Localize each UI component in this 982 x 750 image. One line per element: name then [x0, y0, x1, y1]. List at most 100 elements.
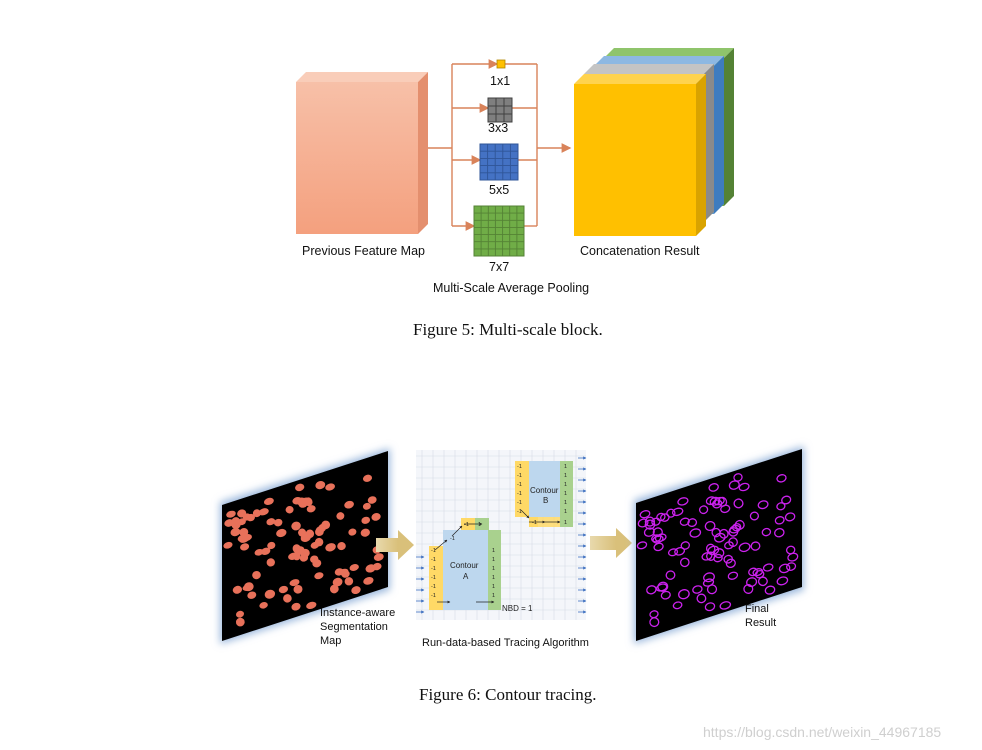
svg-text:-1: -1	[431, 584, 436, 590]
svg-text:1: 1	[564, 509, 567, 515]
instance-blob	[266, 518, 276, 526]
contour-ring	[786, 562, 797, 571]
contour-ring	[708, 483, 719, 492]
instance-blob	[237, 534, 247, 542]
tracing-arrows	[434, 509, 561, 604]
svg-text:1: 1	[492, 557, 495, 563]
svg-text:-1: -1	[517, 500, 522, 506]
contour-ring	[706, 551, 716, 561]
instance-blob	[292, 552, 301, 561]
contour-b-text: Contour	[530, 486, 559, 495]
contour-ring	[762, 563, 774, 572]
instance-blob	[344, 500, 354, 509]
instance-blob	[240, 543, 250, 551]
figure-5-caption: Figure 5: Multi-scale block.	[413, 320, 603, 339]
contour-ring	[785, 545, 796, 555]
instance-blob	[362, 474, 373, 482]
instance-blob	[295, 483, 305, 492]
segmentation-map-panel	[220, 448, 390, 644]
instance-blob	[243, 582, 254, 592]
instance-blob	[363, 577, 374, 585]
instance-blob	[239, 527, 249, 537]
contour-ring	[776, 576, 789, 586]
final-result-label-line2: Result	[745, 617, 777, 629]
contour-ring	[733, 498, 744, 509]
svg-text:-1: -1	[431, 593, 436, 599]
multi-scale-pooling-label: Multi-Scale Average Pooling	[433, 281, 590, 295]
svg-text:1: 1	[564, 464, 567, 470]
instance-blob	[267, 541, 276, 550]
instance-blob	[264, 589, 276, 599]
svg-text:-1: -1	[517, 509, 522, 515]
contour-ring	[692, 585, 703, 594]
flow-arrow-1	[376, 530, 414, 560]
instance-blob	[258, 508, 269, 516]
contour-ring	[653, 542, 664, 552]
svg-text:1: 1	[564, 473, 567, 479]
kernel-7x7	[473, 205, 525, 257]
instance-blob	[230, 527, 241, 537]
contour-ring	[660, 513, 670, 522]
final-result-label-line1: Final	[745, 603, 769, 615]
instance-blobs	[223, 474, 384, 627]
instance-blob	[266, 558, 275, 567]
instance-blob	[276, 528, 287, 538]
contour-ring	[729, 524, 741, 534]
instance-blob	[273, 518, 283, 527]
kernel-1x1-label: 1x1	[490, 74, 511, 88]
contour-ring	[719, 601, 732, 610]
instance-blob	[315, 480, 326, 490]
contour-ring	[667, 548, 679, 557]
multi-scale-block-diagram	[296, 48, 734, 257]
contour-ring	[738, 482, 750, 492]
segmentation-label-line3: Map	[320, 635, 342, 647]
instance-blob	[247, 591, 257, 599]
contour-ring	[704, 520, 716, 532]
instance-blob	[293, 584, 303, 594]
contour-a-region	[429, 518, 501, 610]
contour-ring	[728, 537, 738, 547]
contour-ring	[636, 541, 648, 550]
instance-blob	[360, 528, 370, 537]
watermark: https://blog.csdn.net/weixin_44967185	[703, 724, 942, 740]
instance-blob	[372, 562, 382, 571]
svg-text:1: 1	[492, 548, 495, 554]
contour-ring	[651, 534, 662, 543]
svg-text:1: 1	[564, 491, 567, 497]
instance-blob	[252, 509, 261, 518]
contour-a-letter: A	[463, 572, 469, 581]
instance-blob	[263, 497, 274, 505]
instance-blob	[337, 542, 346, 551]
contour-b-letter: B	[543, 496, 548, 505]
instance-blob	[285, 505, 294, 514]
contour-ring	[677, 497, 689, 506]
contour-ring	[784, 512, 796, 522]
contour-ring	[781, 495, 792, 505]
instance-blob	[223, 541, 233, 549]
kernel-3x3	[487, 97, 513, 123]
contour-ring	[774, 516, 785, 525]
contour-ring	[639, 510, 651, 519]
contour-ring	[704, 602, 716, 612]
instance-blob	[300, 533, 311, 542]
svg-text:1: 1	[564, 520, 567, 526]
contour-ring	[674, 546, 686, 556]
svg-text:-1: -1	[517, 491, 522, 497]
final-result-panel	[634, 446, 804, 644]
svg-text:-1: -1	[431, 575, 436, 581]
instance-blob	[334, 568, 344, 576]
instance-blob	[367, 496, 377, 504]
instance-blob	[361, 516, 371, 524]
instance-blob	[373, 553, 384, 561]
contour-ring	[646, 585, 657, 595]
instance-blob	[329, 584, 339, 594]
instance-blob	[291, 602, 301, 611]
instance-blob	[259, 601, 268, 609]
instance-blob	[321, 520, 331, 530]
contour-ring	[778, 563, 791, 574]
contour-ring	[637, 518, 649, 528]
svg-text:-1: -1	[517, 482, 522, 488]
instance-blob	[362, 502, 371, 510]
instance-blob	[348, 528, 357, 536]
instance-blob	[232, 585, 243, 594]
